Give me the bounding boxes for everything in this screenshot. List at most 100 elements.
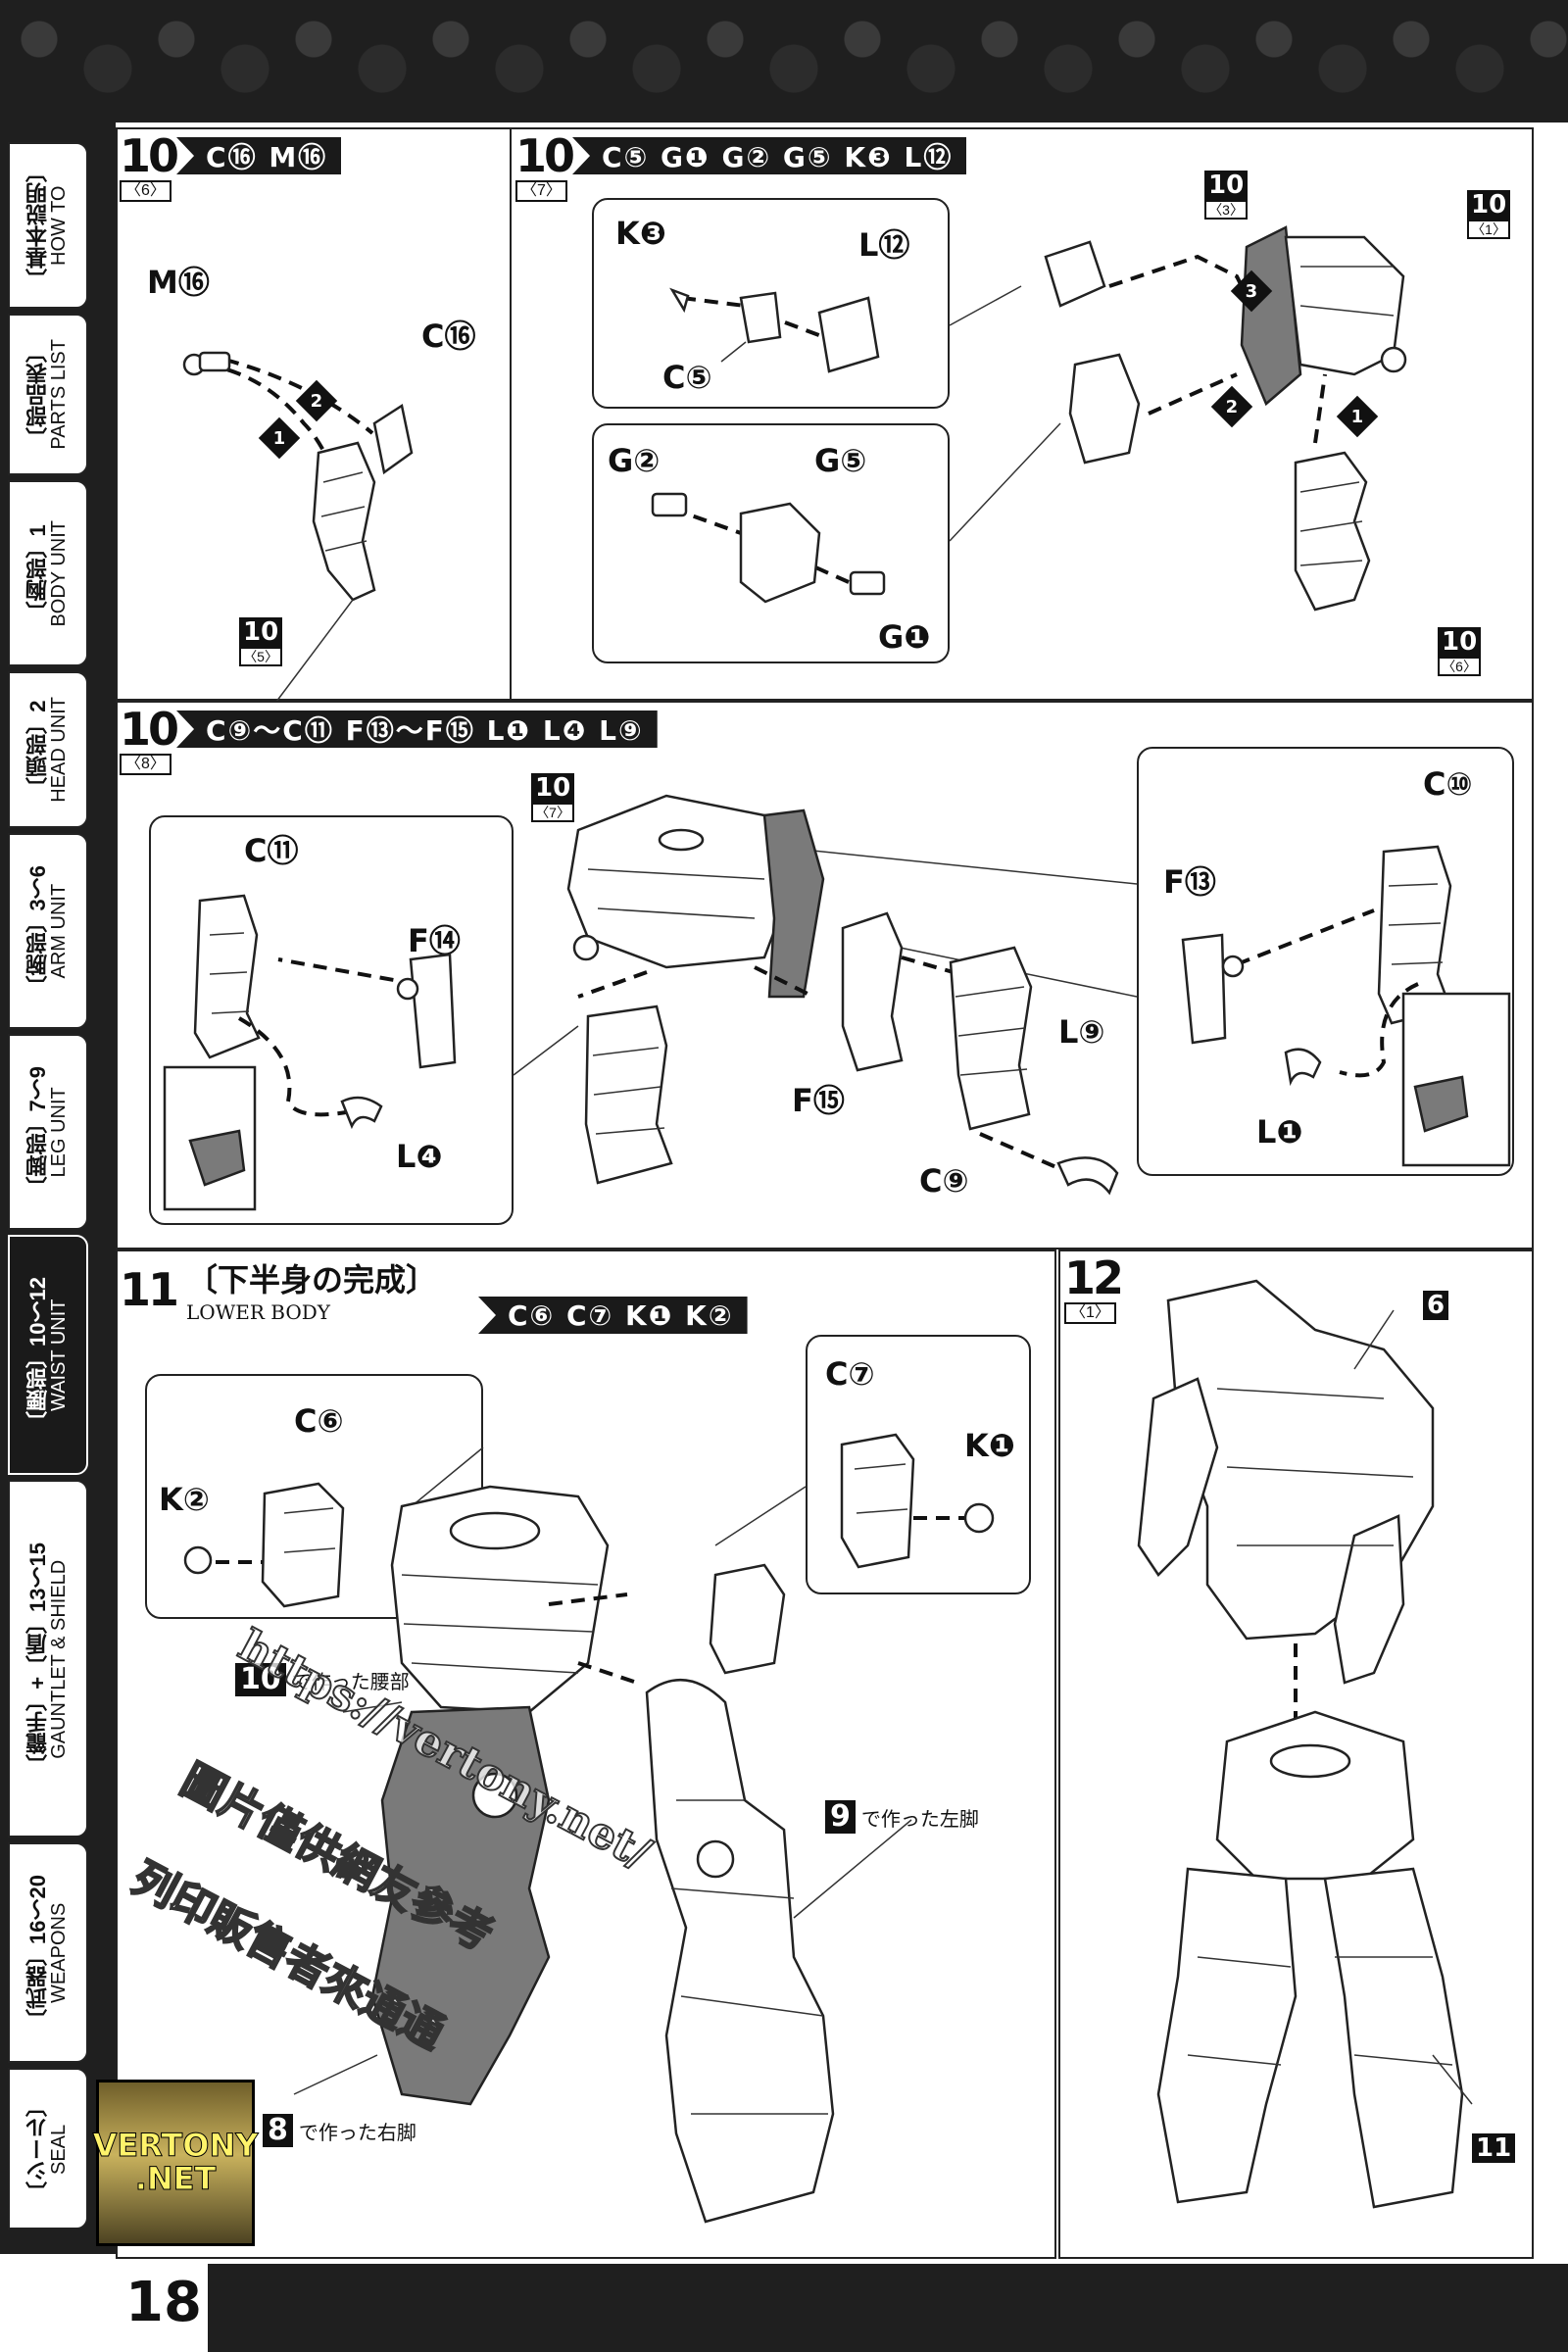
part-c16-icon [372,403,414,475]
header-band [0,0,1568,122]
ref-tag-10-1: 10〈1〉 [1467,190,1511,239]
callout-g-parts: G② G⑤ G❶ [592,423,950,663]
part-f15-icon [841,911,904,1072]
step-10-7-drawing [949,225,1407,612]
callout-c7-k1: C⑦ K❶ [806,1335,1031,1594]
step-12-header: 12 [1064,1255,1124,1300]
part-g1-icon [849,570,886,596]
ref-tag-10-6: 10〈6〉 [1438,627,1482,676]
step-number: 11 [120,1263,179,1316]
step-11-title-en: LOWER BODY [186,1300,330,1324]
step-10-6-panel: 10 C⑯ M⑯ 〈6〉 M⑯ C⑯ 1 2 10〈5〉 [116,127,512,718]
part-g2-icon [651,492,688,517]
label-g5: G⑤ [814,442,867,479]
step-11-drawing [293,1446,912,2224]
step-10-8-header: 10 C⑨〜C⑪ F⑬〜F⑮ L❶ L❹ L⑨ [120,707,658,752]
parts-list-bar: C⑯ M⑯ [176,137,342,174]
part-l12-icon [817,296,880,373]
left-leg-icon [645,1678,835,2224]
part-assembly-g5-icon [1068,353,1141,465]
tab-parts-list[interactable]: 〔部品表〕PARTS LIST [8,314,88,475]
waist-assembly-icon [566,794,825,999]
parts-list-bar: C⑨〜C⑪ F⑬〜F⑮ L❶ L❹ L⑨ [176,710,658,748]
part-k2-icon [183,1545,213,1575]
step-substep: 〈1〉 [1064,1302,1116,1324]
label-c5: C⑤ [662,359,712,396]
part-c5-icon [739,291,782,344]
label-k1: K❶ [964,1427,1015,1464]
part-assembly-l12-icon [1044,240,1106,308]
step-number: 10 [515,129,575,182]
step-10-7-panel: 10 C⑤ G❶ G② G⑤ K❸ L⑫ 〈7〉 K❸ L⑫ C⑤ G② G⑤ … [510,127,1534,701]
step-10-8-panel: 10 C⑨〜C⑪ F⑬〜F⑮ L❶ L❹ L⑨ 〈8〉 C⑪ F⑭ L❹ C⑩ … [116,701,1534,1250]
label-c7: C⑦ [825,1355,875,1393]
part-c10-icon [1377,845,1452,1025]
ref-tag-11: 11 [1472,2133,1516,2163]
label-f14: F⑭ [408,922,461,959]
ref-tag-10-7: 10〈7〉 [531,773,575,822]
label-l12: L⑫ [858,226,910,264]
parts-list-bar: C⑥ C⑦ K❶ K② [478,1297,748,1334]
label-m16: M⑯ [147,264,210,301]
callout-left-parts: C⑪ F⑭ L❹ [149,815,514,1225]
callout-k3-l12: K❸ L⑫ C⑤ [592,198,950,409]
right-leg-icon [370,1705,551,2106]
part-l9-icon [1056,1156,1119,1196]
label-l9: L⑨ [1058,1013,1105,1051]
page-number: 18 [120,2264,208,2342]
step-12-panel: 12 〈1〉 6 11 [1058,1250,1534,2259]
waist-completed-icon [390,1485,610,1714]
part-k3-icon [669,287,690,314]
label-g2: G② [608,442,661,479]
label-c9: C⑨ [919,1162,969,1200]
leg-armor-block-icon [1294,451,1371,612]
step-12-drawing [1137,1279,1473,2209]
part-g5-icon [739,502,821,604]
label-l4: L❹ [396,1138,443,1175]
step-10-6-drawing [182,351,414,718]
lower-body-icon [1156,1710,1464,2209]
tab-seal[interactable]: 〔シール〕SEAL [8,2068,88,2230]
ref-tag-10-5: 10〈5〉 [239,617,283,666]
step-10-8-drawing [513,794,1138,1196]
step-11-parts-header: C⑥ C⑦ K❶ K② [478,1297,748,1334]
ref-tag-10-3: 10〈3〉 [1204,171,1249,220]
step-11-title-jp: 〔下半身の完成〕 [186,1261,438,1298]
part-front-armor-icon [584,1004,673,1185]
step-11-header: 11 〔下半身の完成〕 LOWER BODY [120,1255,437,1324]
parts-list-bar: C⑤ G❶ G② G⑤ K❸ L⑫ [572,137,967,174]
part-c7-assembled-icon [709,1563,786,1675]
label-k3: K❸ [615,215,666,252]
footer-band [208,2264,1568,2352]
label-c16: C⑯ [421,318,476,355]
part-k1-icon [963,1502,995,1534]
part-l1-icon [1284,1048,1322,1087]
label-l1: L❶ [1256,1113,1303,1151]
part-c6-icon [261,1482,345,1608]
label-k2: K② [159,1481,210,1518]
step-10-7-header: 10 C⑤ G❶ G② G⑤ K❸ L⑫ [515,129,967,182]
step-substep: 〈6〉 [120,180,172,202]
upper-body-icon [1137,1279,1435,1685]
label-g1: G❶ [878,618,931,656]
step-11-panel: 11 〔下半身の完成〕 LOWER BODY C⑥ C⑦ K❶ K② C⑥ K②… [116,1250,1056,2259]
step-number: 10 [120,129,179,182]
label-f13: F⑬ [1163,863,1216,901]
part-f13-icon [1181,933,1227,1045]
part-m16-icon [182,351,231,376]
label-c6: C⑥ [294,1402,344,1440]
tab-how-to[interactable]: 〔基本説明〕HOW TO [8,142,88,309]
label-c10: C⑩ [1423,765,1473,803]
part-c9-icon [949,946,1033,1131]
callout-right-parts: C⑩ F⑬ L❶ [1137,747,1514,1176]
label-c11: C⑪ [244,832,299,869]
